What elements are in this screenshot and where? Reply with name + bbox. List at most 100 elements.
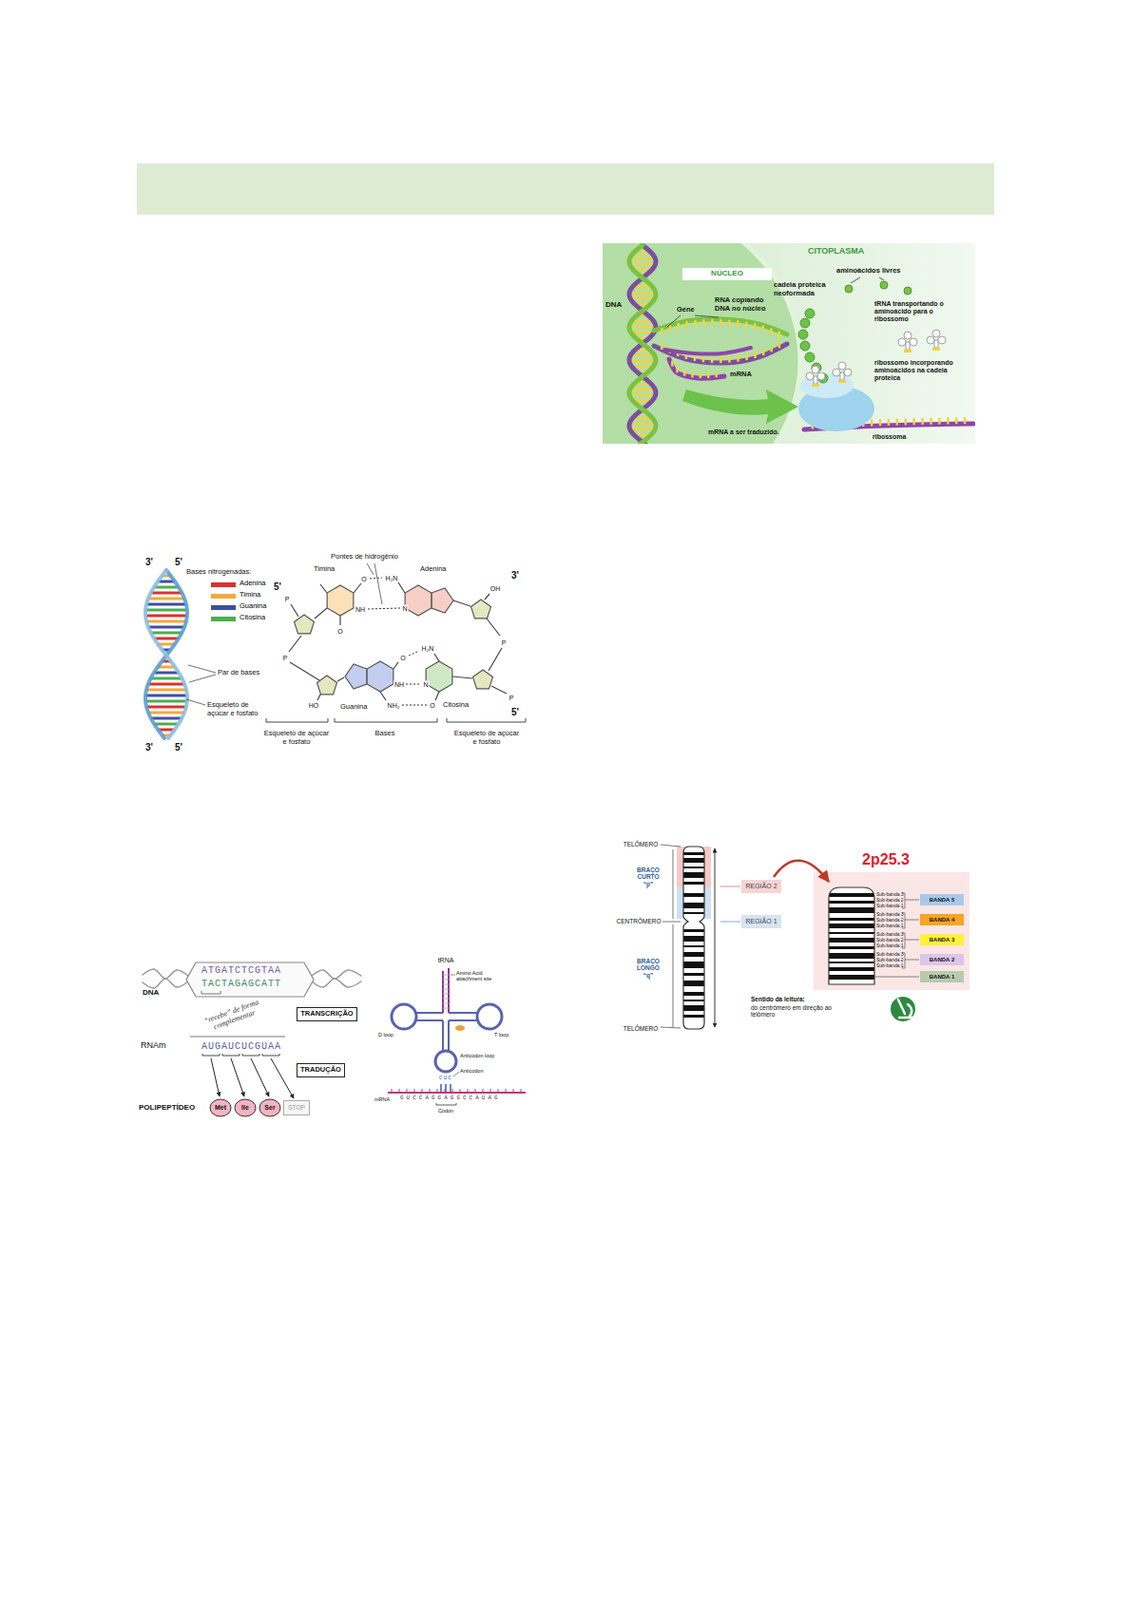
mrna-line	[387, 1092, 526, 1094]
dna-wave	[311, 970, 362, 979]
part-label: Anticodon	[460, 1068, 483, 1075]
bracket-label: Bases	[375, 729, 396, 739]
base-pair	[629, 394, 655, 398]
leader-line	[904, 920, 920, 921]
bracket-label: Esqueleto de açúcar e fosfato	[262, 729, 331, 747]
amino-acid-bead	[798, 329, 808, 340]
drawing-rect	[934, 340, 939, 348]
chemical-bond	[353, 583, 362, 594]
base-pair	[146, 706, 187, 710]
strand-end: 5'	[174, 742, 183, 754]
rna-sequence: AUGAUCUCGUAA	[201, 1041, 282, 1054]
atom-label: P	[508, 694, 516, 702]
base-name: Citosina	[442, 701, 469, 710]
trna-stem	[441, 971, 444, 1014]
base-tooth	[675, 366, 679, 373]
base-pair	[442, 989, 449, 991]
node-text: TRANSCRIÇÃO	[300, 1010, 353, 1018]
sub-band-label: Sub-banda 3	[876, 892, 904, 899]
part-label: ribossomo incorporando aminoácidos na ca…	[874, 359, 970, 383]
base-pair	[151, 592, 183, 595]
base-tooth	[870, 419, 874, 426]
chromosome-band	[826, 918, 877, 921]
chromosome-band	[826, 946, 877, 950]
trna-stem	[441, 1020, 444, 1053]
base-name: Adenina	[420, 565, 447, 575]
atom-label: N	[422, 681, 429, 689]
chemical-bond	[491, 686, 507, 694]
leader-line	[188, 665, 216, 673]
chemical-bond	[452, 676, 473, 679]
base-tick	[490, 1089, 492, 1094]
arrow-line	[211, 1058, 220, 1097]
arrow-line	[250, 1058, 269, 1097]
trna-figure	[387, 968, 526, 1106]
node-text: Ser	[264, 1104, 275, 1113]
strand-end: 5'	[511, 707, 519, 719]
base-pair	[442, 1003, 449, 1005]
base-pair	[151, 717, 182, 721]
atom-label: OH	[489, 585, 502, 593]
leader-line	[374, 563, 383, 605]
anticodon-sequence: CUC	[439, 1075, 453, 1083]
part-label: TELÔMERO	[623, 841, 658, 848]
strand-end: 3'	[145, 556, 154, 569]
amino-acid-oval: Ser	[258, 1098, 282, 1118]
base-tooth	[671, 361, 674, 367]
atom-label: O	[428, 702, 436, 710]
node-text: Met	[214, 1104, 227, 1113]
chromosome-band	[826, 953, 877, 960]
base-pair	[442, 998, 449, 1000]
adenine-ring	[431, 588, 454, 614]
atom-label: P	[284, 595, 291, 603]
cytosine-ring	[425, 661, 453, 692]
node-text: NÚCLEO	[710, 269, 744, 279]
atom-label: NH₂	[386, 702, 402, 710]
codon-bracket	[202, 1054, 220, 1056]
chemical-bond	[434, 653, 440, 662]
leader-line	[904, 940, 920, 941]
dna-sequence: TACTAGAGCATT	[201, 978, 282, 991]
node-text: BANDA 3	[929, 937, 955, 944]
base-tooth	[745, 321, 749, 328]
nucleus	[602, 243, 801, 444]
leader-line	[720, 920, 741, 922]
chemical-bond	[398, 582, 405, 594]
chemical-bond	[393, 662, 399, 670]
base-pair	[442, 984, 449, 986]
oval-shape	[259, 1099, 281, 1117]
guanine-ring	[345, 664, 367, 690]
amino-acid-bead	[844, 285, 853, 293]
guanine-ring	[366, 661, 394, 692]
amino-acid-bead	[880, 281, 888, 289]
base-tooth	[683, 370, 687, 377]
process-box: TRADUÇÃO	[296, 1063, 346, 1078]
base-tick	[444, 1089, 446, 1094]
base-tick	[422, 1089, 423, 1094]
base-pair	[145, 614, 188, 618]
sub-band-label: Sub-banda 2	[876, 918, 904, 924]
base-pair	[629, 422, 656, 426]
atom-label: O	[336, 628, 344, 635]
zoom-panel	[813, 872, 970, 991]
dna-wave	[142, 978, 189, 989]
bracket	[201, 991, 221, 995]
t-loop	[477, 1004, 502, 1030]
part-label: Gene	[676, 306, 695, 315]
chromosome-band	[826, 907, 877, 914]
bracket	[334, 718, 438, 723]
base-pair	[629, 360, 656, 364]
base-tooth	[753, 323, 757, 330]
amino-acid-bead	[800, 341, 810, 351]
base-tick	[437, 1089, 439, 1094]
legend-swatch	[211, 616, 236, 622]
sugar-phosphate-strand	[145, 570, 188, 739]
atom-label: H₂N	[421, 645, 436, 653]
base-tick	[505, 1089, 507, 1094]
base-tick	[429, 1089, 431, 1094]
bracket-label: Esqueleto de açúcar e fosfato	[452, 729, 521, 747]
chromosome-band	[826, 932, 877, 935]
chemical-bond	[289, 662, 320, 681]
part-label: T loop	[494, 1032, 509, 1038]
base-tooth	[946, 417, 950, 424]
